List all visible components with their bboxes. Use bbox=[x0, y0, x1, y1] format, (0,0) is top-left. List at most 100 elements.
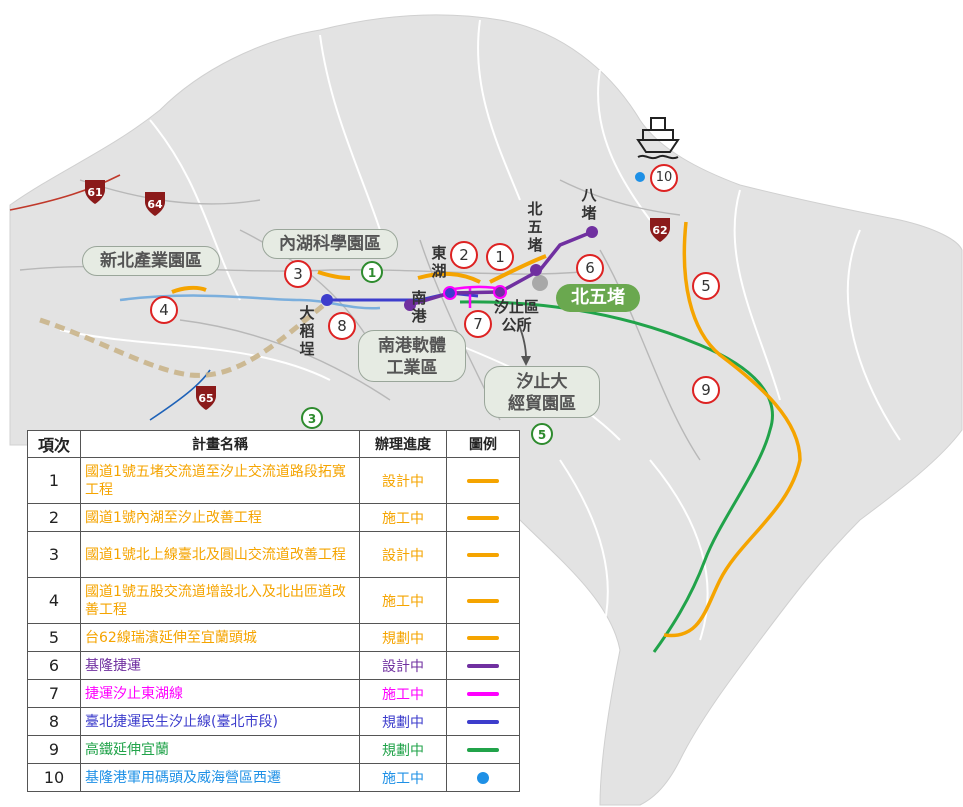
station-dadaocheng bbox=[321, 294, 333, 306]
legend-row-status: 施工中 bbox=[359, 577, 447, 624]
legend-row-no: 9 bbox=[27, 735, 81, 764]
callout-xizhi-line1: 汐止大 bbox=[516, 372, 568, 392]
shield-65-text: 65 bbox=[198, 392, 213, 405]
route-3-taipei-yuanshan bbox=[317, 270, 351, 280]
shield-62: 62 bbox=[650, 218, 670, 242]
callout-nangang-line2: 工業區 bbox=[386, 358, 438, 378]
legend-row-no: 10 bbox=[27, 763, 81, 792]
legend-row-status: 設計中 bbox=[359, 531, 447, 578]
pill-beiwudu: 北五堵 bbox=[556, 284, 640, 312]
legend-row-name: 高鐵延伸宜蘭 bbox=[80, 735, 360, 764]
legend-line-swatch bbox=[467, 691, 499, 696]
station-badu bbox=[586, 226, 598, 238]
route-5-provincial-62 bbox=[663, 221, 802, 638]
arrow-xizhi-callout bbox=[518, 324, 527, 359]
highway-61-line bbox=[9, 174, 121, 211]
flower-shield-3: 3 bbox=[301, 407, 323, 429]
legend-row-name: 國道1號北上線臺北及圓山交流道改善工程 bbox=[80, 531, 360, 578]
legend-row-status: 施工中 bbox=[359, 763, 447, 792]
legend-row-status: 設計中 bbox=[359, 651, 447, 680]
legend-row-status: 設計中 bbox=[359, 457, 447, 504]
legend-row-swatch-cell bbox=[446, 763, 520, 792]
legend-row-swatch-cell bbox=[446, 531, 520, 578]
label-dadaocheng-2: 稻 bbox=[299, 322, 315, 340]
map-marker-1: 1 bbox=[486, 243, 514, 271]
legend-row-no: 8 bbox=[27, 707, 81, 736]
legend-row-no: 3 bbox=[27, 531, 81, 578]
legend-row-swatch-cell bbox=[446, 679, 520, 708]
shield-61-text: 61 bbox=[87, 186, 102, 199]
flower-1-text: 1 bbox=[368, 266, 376, 280]
map-marker-9: 9 bbox=[692, 376, 720, 404]
legend-line-swatch bbox=[467, 719, 499, 724]
shield-64-text: 64 bbox=[147, 198, 163, 211]
flower-3-text: 3 bbox=[308, 412, 316, 426]
map-marker-2: 2 bbox=[450, 241, 478, 269]
legend-row-name: 國道1號五堵交流道至汐止交流道路段拓寬工程 bbox=[80, 457, 360, 504]
callout-nangang-park: 南港軟體 工業區 bbox=[358, 330, 466, 382]
legend-row-swatch-cell bbox=[446, 707, 520, 736]
legend-header-name: 計畫名稱 bbox=[80, 430, 360, 458]
callout-xinbei-park: 新北產業園區 bbox=[82, 246, 220, 276]
label-beiwudu-1: 北 bbox=[527, 200, 543, 218]
legend-row-status: 施工中 bbox=[359, 679, 447, 708]
station-beiwudu-gray bbox=[532, 275, 548, 291]
station-nangang bbox=[404, 299, 416, 311]
dashed-corridor bbox=[39, 298, 332, 378]
marker-10-dot bbox=[635, 172, 645, 182]
legend-dot-swatch bbox=[477, 771, 489, 784]
legend-line-swatch bbox=[467, 478, 499, 483]
flower-shield-1: 1 bbox=[361, 261, 383, 283]
callout-neihu-park: 內湖科學園區 bbox=[262, 229, 398, 259]
legend-row-swatch-cell bbox=[446, 651, 520, 680]
map-marker-7: 7 bbox=[464, 310, 492, 338]
legend-row-status: 規劃中 bbox=[359, 735, 447, 764]
station-beiwudu bbox=[530, 264, 542, 276]
map-marker-4: 4 bbox=[150, 296, 178, 324]
ship-icon bbox=[636, 117, 680, 160]
label-beiwudu-2: 五 bbox=[527, 218, 543, 236]
label-badu-2: 堵 bbox=[581, 204, 597, 222]
legend-line-swatch bbox=[467, 635, 499, 640]
label-dadaocheng-1: 大 bbox=[299, 304, 315, 322]
label-badu: 八 堵 bbox=[578, 186, 600, 222]
legend-row-no: 6 bbox=[27, 651, 81, 680]
map-marker-5: 5 bbox=[692, 272, 720, 300]
map-marker-3: 3 bbox=[284, 260, 312, 288]
label-xizhi-office-1: 汐止區 bbox=[494, 298, 540, 316]
flower-5-text: 5 bbox=[538, 428, 546, 442]
shield-65: 65 bbox=[196, 386, 216, 410]
label-beiwudu: 北 五 堵 bbox=[524, 200, 546, 254]
map-marker-10: 10 bbox=[650, 164, 678, 192]
legend-line-swatch bbox=[467, 598, 499, 603]
legend-line-swatch bbox=[467, 552, 499, 557]
arrow-head bbox=[521, 356, 531, 366]
legend-row-status: 規劃中 bbox=[359, 623, 447, 652]
legend-line-swatch bbox=[467, 663, 499, 668]
station-xizhi-office bbox=[493, 285, 507, 299]
label-dadaocheng-3: 埕 bbox=[299, 340, 315, 358]
legend-row-name: 捷運汐止東湖線 bbox=[80, 679, 360, 708]
label-nangang-1: 南 bbox=[411, 289, 427, 307]
map-marker-8: 8 bbox=[328, 312, 356, 340]
legend-row-swatch-cell bbox=[446, 623, 520, 652]
legend-row-name: 台62線瑞濱延伸至宜蘭頭城 bbox=[80, 623, 360, 652]
legend-row-no: 2 bbox=[27, 503, 81, 532]
label-dadaocheng: 大 稻 埕 bbox=[296, 304, 318, 358]
flower-shield-5: 5 bbox=[531, 423, 553, 445]
legend-row-no: 4 bbox=[27, 577, 81, 624]
legend-row-swatch-cell bbox=[446, 735, 520, 764]
shield-61: 61 bbox=[85, 180, 105, 204]
label-xizhi-office-2: 公所 bbox=[501, 316, 532, 334]
station-donghu bbox=[443, 286, 457, 300]
legend-header-row: 項次 計畫名稱 辦理進度 圖例 bbox=[27, 430, 520, 458]
legend-header-no: 項次 bbox=[27, 430, 81, 458]
